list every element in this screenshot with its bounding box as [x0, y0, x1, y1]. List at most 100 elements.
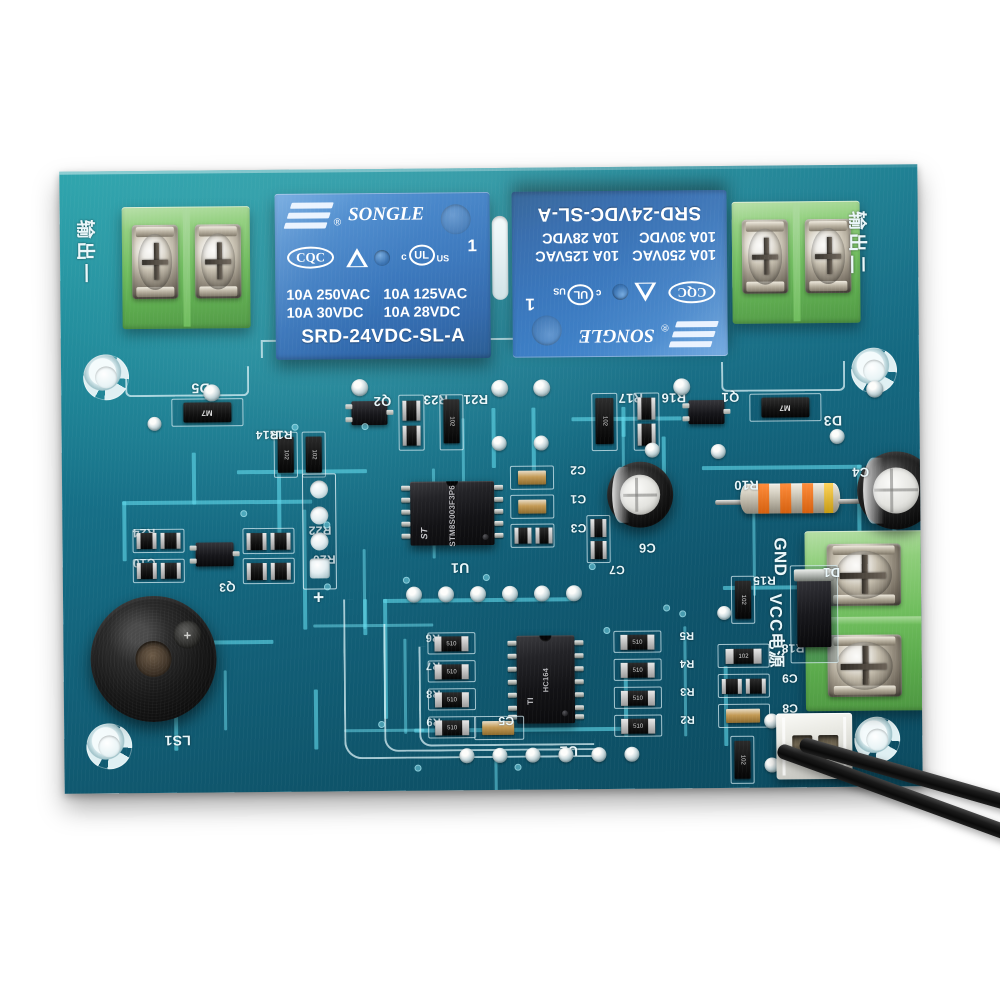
transistor-q3 [189, 542, 240, 567]
ref-d3: D3 [823, 412, 843, 430]
through-hole-pad [437, 586, 455, 603]
cap-c2 [517, 470, 547, 485]
through-hole-pad [491, 379, 509, 397]
header-pad[interactable] [310, 532, 329, 551]
ref-r2: R2 [680, 713, 695, 726]
label-gnd: GND [770, 537, 790, 577]
terminal-block-output-2[interactable] [731, 200, 861, 324]
ul-prefix: c [401, 251, 407, 263]
buzzer-ls1: + [90, 595, 218, 723]
trace [701, 464, 862, 471]
header-pad-pin1[interactable] [309, 558, 330, 579]
cap-c7a [590, 518, 607, 538]
header-pad[interactable] [310, 480, 329, 499]
silk-outline [720, 360, 846, 392]
ref-r21: R21 [463, 392, 489, 408]
buzzer-sound-hole [135, 641, 172, 677]
ref-r5: R5 [679, 629, 695, 642]
cap-c1 [518, 499, 547, 514]
through-hole-pad [591, 747, 607, 763]
through-hole-pad [710, 443, 726, 460]
resistor-r24b [160, 532, 181, 549]
relay-rating-1b: 10A 125VAC [535, 246, 620, 264]
trace [191, 452, 197, 505]
through-hole-pad [644, 442, 660, 458]
label-output-2: 输出二 [845, 210, 868, 277]
ref-c1: C1 [570, 492, 587, 507]
ref-c5: C5 [498, 713, 515, 728]
via [588, 563, 596, 571]
via [679, 610, 687, 618]
capacitor-c4 [856, 451, 923, 530]
cap-c10a [136, 562, 157, 580]
relay-rating-2a: 10A 30VDC [286, 305, 364, 322]
ul-file-number: 1 [467, 236, 478, 256]
through-hole-pad [533, 435, 549, 451]
through-hole-pad [351, 379, 369, 397]
resistor-r7: 510 [434, 664, 469, 680]
through-hole-pad [866, 380, 884, 398]
resistor-r6: 510 [434, 636, 469, 652]
st-logo-icon: ST [419, 527, 430, 540]
trace [571, 416, 682, 422]
through-hole-pad [558, 747, 574, 763]
through-hole-pad [203, 384, 221, 402]
mounting-hole-top-left [82, 354, 130, 401]
ref-c7: C7 [608, 562, 625, 577]
terminal-screw-vcc[interactable] [827, 634, 902, 698]
via [402, 576, 410, 584]
ref-q1: Q1 [721, 389, 740, 405]
relay-rating-2a: 10A 30VDC [638, 228, 716, 245]
through-hole-pad [501, 585, 519, 602]
ref-r14: R14 [255, 427, 279, 443]
ref-r10: R10 [733, 477, 759, 493]
terminal-screw[interactable] [131, 224, 179, 300]
ic-u2: HC164 TI [507, 635, 585, 724]
trace [122, 499, 313, 506]
pin-header[interactable] [301, 473, 337, 590]
ic-u1-marking: STM8S003F3P6 [447, 485, 458, 547]
terminal-screw[interactable] [194, 224, 242, 299]
ref-q2: Q2 [373, 393, 392, 410]
ic-u1: STM8S003F3P6 ST [401, 480, 504, 547]
resistor-r3: 510 [620, 690, 655, 706]
ul-mark-icon: UL [408, 244, 435, 266]
ul-mark-icon: UL [567, 284, 594, 306]
pcb-board: ® SONGLE CQC c UL US 1 10A 250VAC 10A 12… [59, 164, 923, 794]
via [378, 720, 386, 728]
through-hole-pad [459, 748, 475, 764]
through-hole-pad [469, 586, 487, 603]
ul-prefix: c [595, 287, 602, 299]
via [663, 604, 671, 612]
songle-logo-icon [283, 202, 334, 229]
relay-1: ® SONGLE CQC c UL US 1 10A 250VAC 10A 12… [274, 192, 491, 360]
diode-marking: M7 [779, 402, 791, 412]
trace [122, 501, 127, 562]
resistor-r2: 510 [621, 718, 656, 734]
resistor-r4: 510 [620, 662, 655, 678]
through-hole-pad [491, 435, 507, 451]
resistor-r17: 102 [595, 397, 614, 445]
ref-c9: C9 [781, 671, 798, 686]
via [291, 423, 299, 431]
through-hole-pad [624, 746, 640, 762]
relay-rating-2b: 10A 28VDC [383, 304, 461, 321]
resistor-r24 [136, 532, 157, 550]
via [323, 521, 331, 529]
ref-c3: C3 [570, 521, 587, 536]
resistor-r23b [402, 425, 421, 446]
trace [223, 670, 228, 731]
resistor-r15: 102 [734, 580, 752, 619]
resistor-r22b [270, 532, 291, 550]
ul-sub: US [436, 253, 450, 264]
terminal-block-output-1[interactable] [121, 206, 251, 330]
terminal-screw[interactable] [741, 219, 789, 294]
ref-jst: JST [827, 789, 850, 794]
cqc-mark-icon: CQC [286, 246, 335, 269]
via [603, 626, 611, 635]
resistor-r20a [246, 562, 267, 581]
via [482, 574, 490, 582]
through-hole-pad [525, 747, 541, 763]
ref-q3: Q3 [218, 580, 236, 595]
